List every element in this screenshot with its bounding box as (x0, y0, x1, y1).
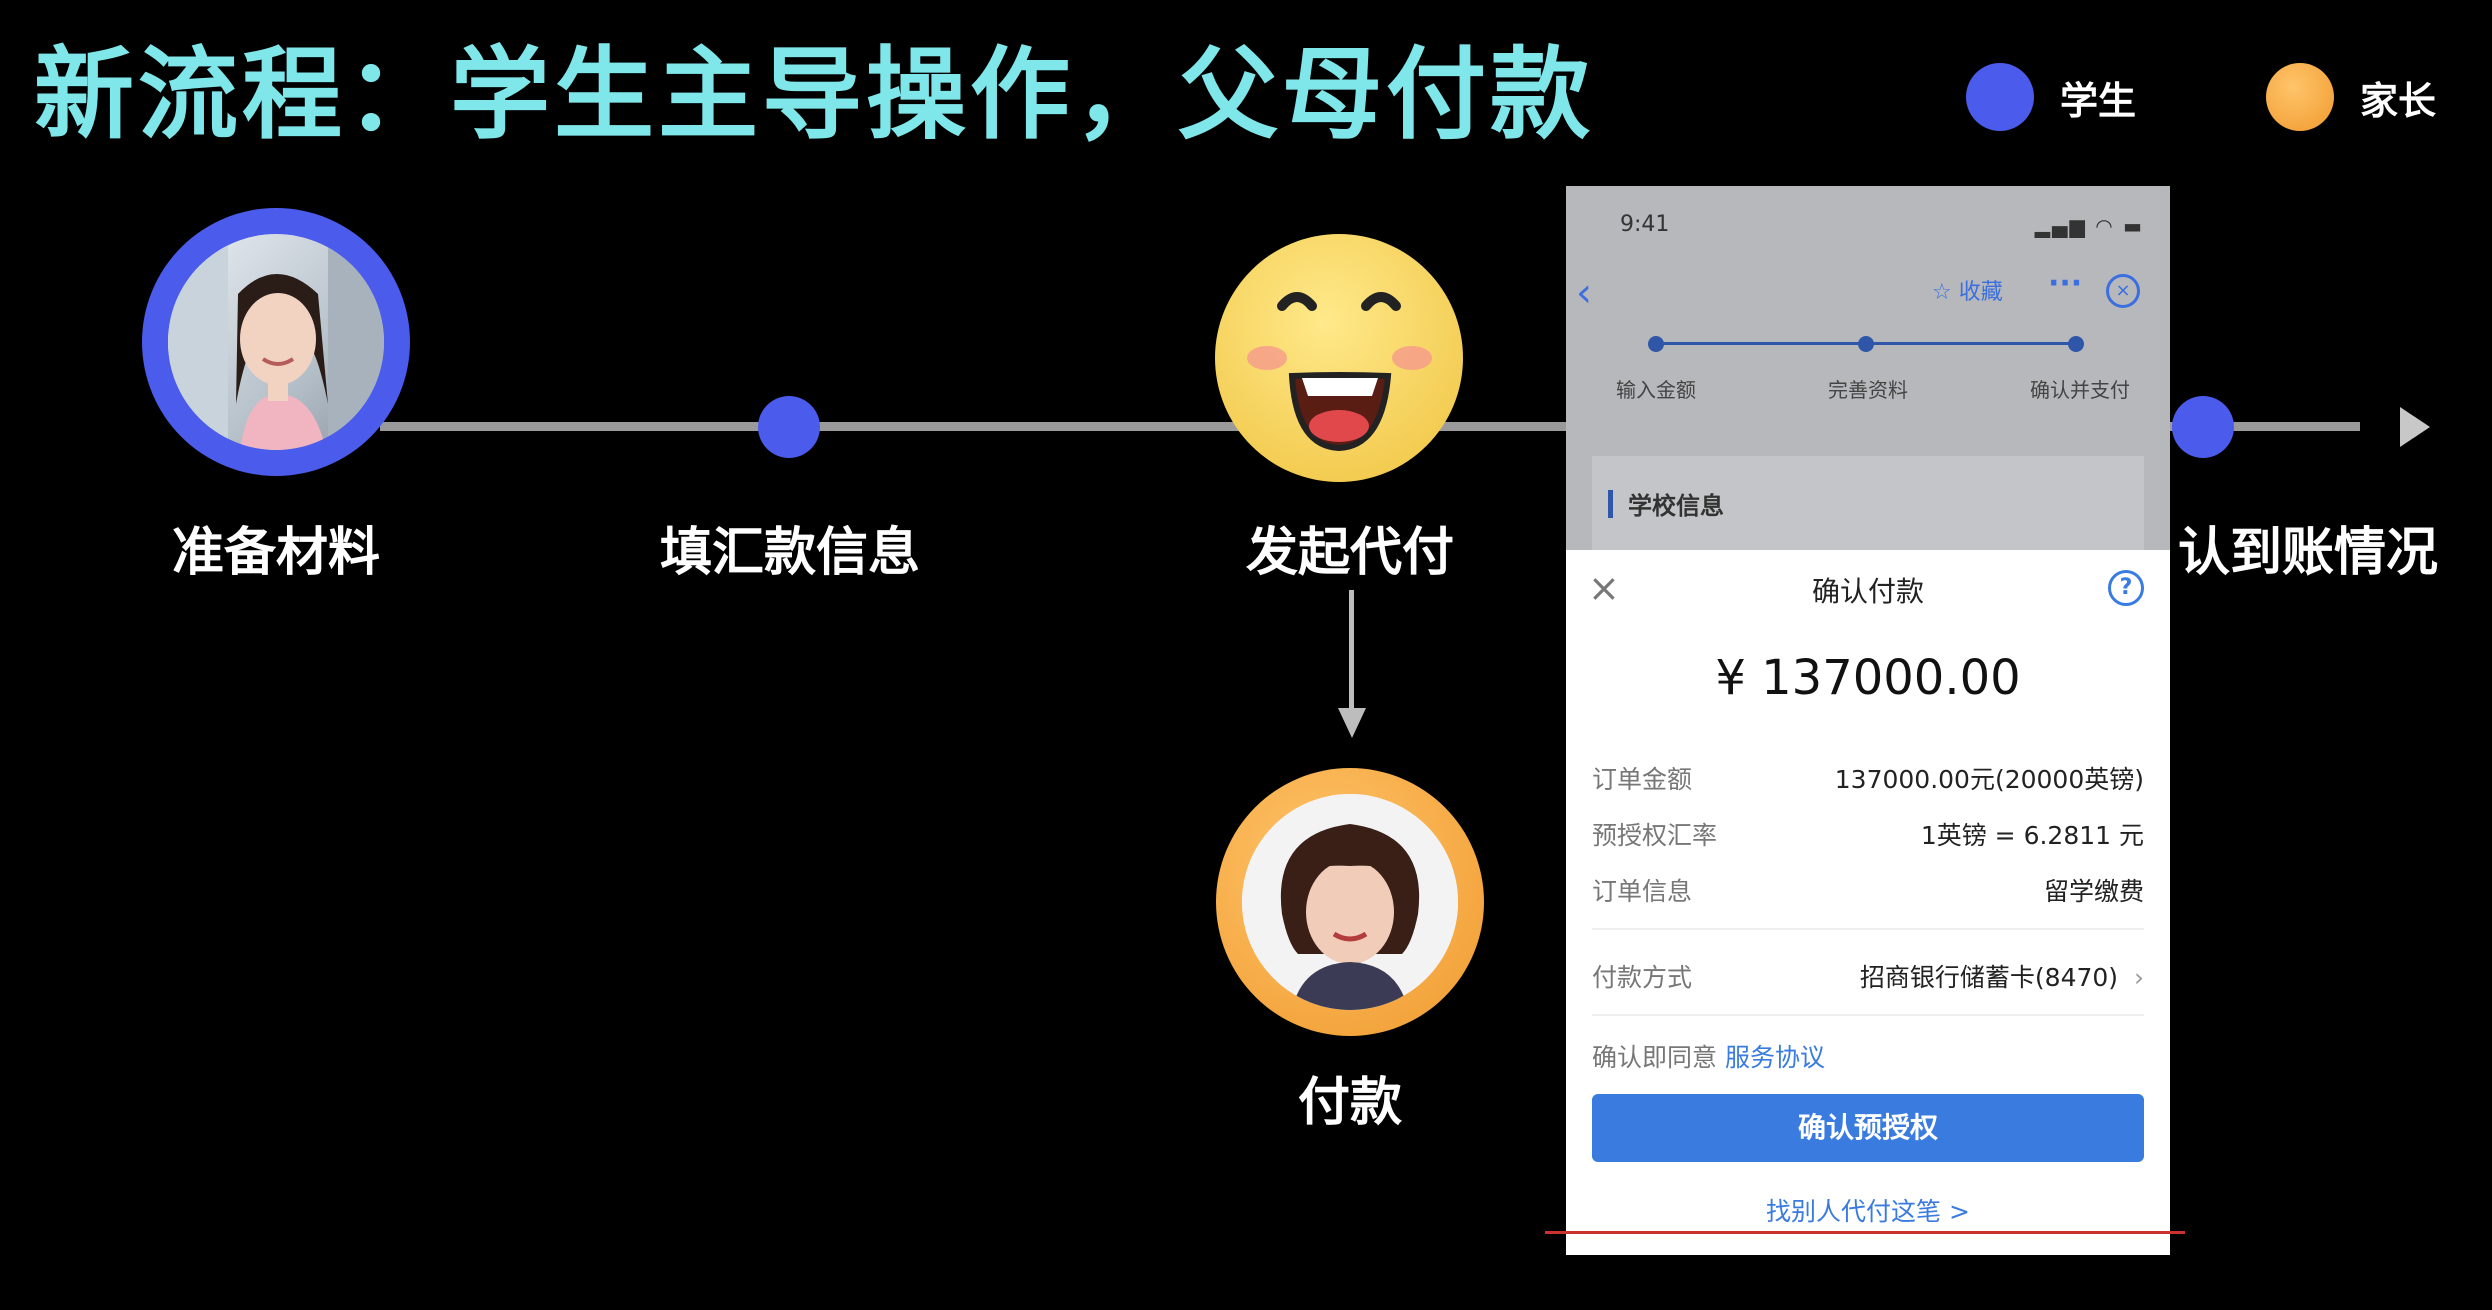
agreement-prefix: 确认即同意 (1592, 1043, 1718, 1072)
battery-icon: ▬ (2123, 214, 2144, 238)
parent-avatar (1216, 768, 1484, 1036)
order-amount-row: 订单金额 137000.00元(20000英镑) (1592, 760, 2144, 800)
payment-method-label: 付款方式 (1592, 963, 1693, 992)
timeline-dot-fill-info (758, 396, 820, 458)
order-amount-label: 订单金额 (1592, 765, 1693, 794)
step-label-prepare: 准备材料 (171, 523, 380, 583)
school-info-title: 学校信息 (1628, 492, 1724, 520)
payment-amount: ¥ 137000.00 (1715, 650, 2021, 706)
exchange-rate-row: 预授权汇率 1英镑 = 6.2811 元 (1592, 816, 2144, 856)
smiley-icon (1215, 234, 1463, 482)
stepper-dot-3 (2068, 336, 2084, 352)
signal-icon: ▂▄▆ (2034, 214, 2087, 238)
order-info-label: 订单信息 (1592, 877, 1693, 906)
chevron-right-icon: › (2134, 963, 2144, 992)
stepper-label-2: 完善资料 (1828, 378, 1908, 402)
status-time: 9:41 (1620, 212, 1670, 237)
branch-line (1349, 590, 1354, 710)
phone-background-page: 9:41 ▂▄▆ ◠ ▬ ‹ ☆ 收藏 ··· × 输入金额 完善资料 确认并支… (1566, 186, 2170, 550)
find-other-payer-link[interactable]: 找别人代付这笔 > (1766, 1197, 1970, 1226)
timeline-dot-confirm-arrival (2172, 396, 2234, 458)
back-icon[interactable]: ‹ (1576, 270, 1592, 316)
legend-label-parent: 家长 (2360, 78, 2437, 123)
stepper-dot-1 (1648, 336, 1664, 352)
order-info-value: 留学缴费 (2043, 877, 2144, 906)
step-label-fill-info: 填汇款信息 (659, 523, 920, 583)
star-icon: ☆ (1932, 280, 1952, 305)
branch-arrow-icon (1338, 708, 1366, 738)
order-amount-value: 137000.00元(20000英镑) (1834, 765, 2144, 794)
student-avatar (142, 208, 410, 476)
step-label-pay: 付款 (1297, 1073, 1402, 1133)
payment-method-value: 招商银行储蓄卡(8470) › (1859, 963, 2144, 992)
help-icon[interactable]: ? (2108, 570, 2144, 606)
timeline-arrow-icon (2400, 407, 2430, 447)
legend-item-parent: 家长 (2266, 62, 2436, 132)
wifi-icon: ◠ (2095, 214, 2115, 238)
step-label-initiate: 发起代付 (1245, 523, 1454, 583)
payment-method-row[interactable]: 付款方式 招商银行储蓄卡(8470) › (1592, 958, 2144, 998)
section-accent-bar (1608, 490, 1613, 518)
close-mini-icon[interactable]: × (2106, 274, 2140, 308)
page-title: 新流程：学生主导操作，父母付款 (34, 36, 1594, 153)
legend-dot-student (1966, 63, 2034, 131)
phone-screenshot: 9:41 ▂▄▆ ◠ ▬ ‹ ☆ 收藏 ··· × 输入金额 完善资料 确认并支… (1566, 186, 2170, 1255)
legend-dot-parent (2266, 63, 2334, 131)
favorite-button[interactable]: ☆ 收藏 (1932, 274, 2003, 306)
divider (1592, 1014, 2144, 1016)
red-underline (1545, 1231, 2185, 1234)
close-icon[interactable]: × (1588, 566, 1620, 610)
sheet-title: 确认付款 (1811, 575, 1924, 608)
confirm-payment-sheet: × 确认付款 ? ¥ 137000.00 订单金额 137000.00元(200… (1566, 550, 2170, 1255)
favorite-label: 收藏 (1958, 280, 2003, 305)
school-info-card: 学校信息 (1592, 456, 2144, 550)
legend-label-student: 学生 (2060, 78, 2137, 123)
step-label-confirm-arrival: 认到账情况 (2178, 523, 2439, 583)
exchange-rate-value: 1英镑 = 6.2811 元 (1920, 821, 2144, 850)
stepper-label-3: 确认并支付 (2030, 378, 2130, 402)
more-button[interactable]: ··· (2048, 266, 2083, 301)
legend-item-student: 学生 (1966, 62, 2136, 132)
student-photo-icon (168, 234, 384, 450)
status-icons: ▂▄▆ ◠ ▬ (2035, 214, 2144, 238)
service-agreement-link[interactable]: 服务协议 (1724, 1043, 1825, 1072)
stepper-dot-2 (1858, 336, 1874, 352)
parent-photo-icon (1242, 794, 1458, 1010)
stepper-label-1: 输入金额 (1616, 378, 1696, 402)
agreement-text: 确认即同意 服务协议 (1592, 1038, 1825, 1074)
exchange-rate-label: 预授权汇率 (1592, 821, 1718, 850)
order-info-row: 订单信息 留学缴费 (1592, 872, 2144, 912)
divider (1592, 928, 2144, 930)
confirm-preauth-button[interactable]: 确认预授权 (1592, 1094, 2144, 1162)
